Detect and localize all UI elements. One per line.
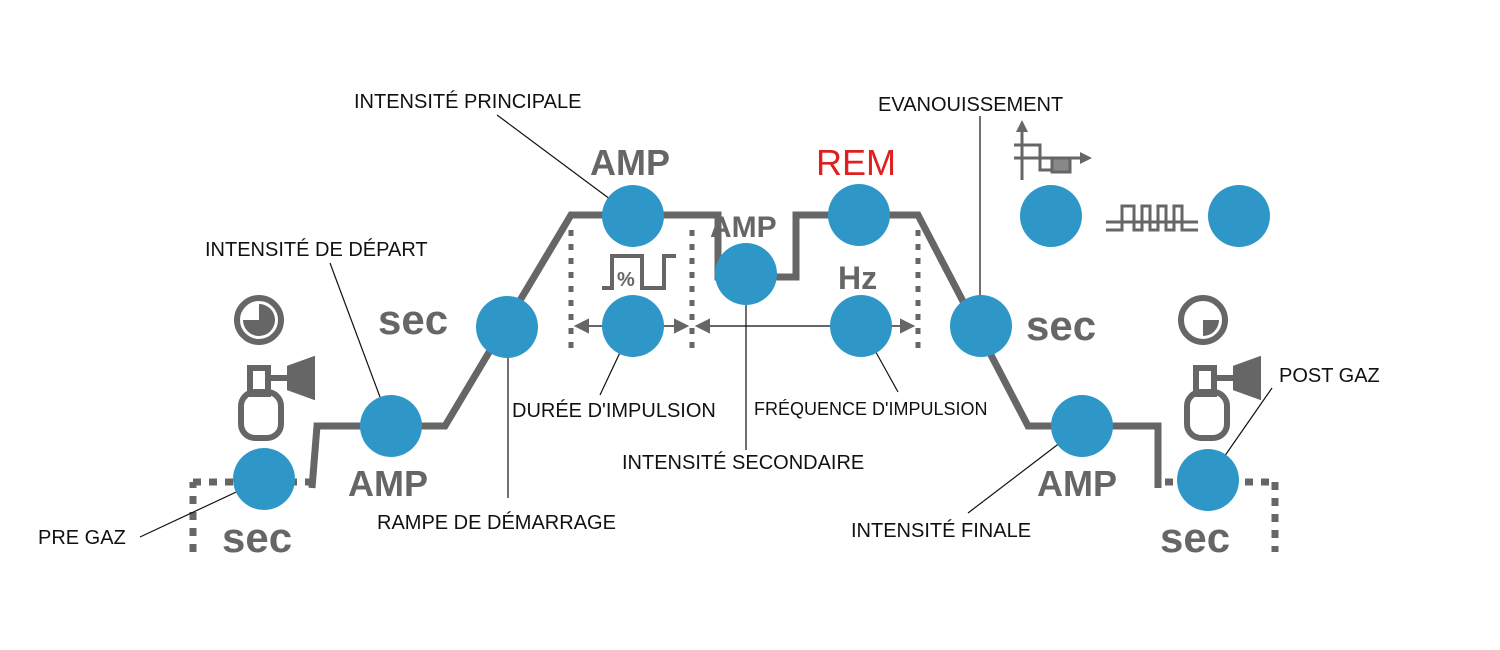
pulse-mode-dot[interactable] [1208, 185, 1270, 247]
clock-icon [1178, 295, 1228, 345]
rem-label: REM [816, 142, 896, 183]
pre-gas-sec-label: sec [222, 514, 292, 561]
ac-balance-dot[interactable] [1020, 185, 1082, 247]
pre-gas-dot[interactable] [233, 448, 295, 510]
base-current-amp-label: AMP [710, 211, 777, 244]
callout-intensite-finale: INTENSITÉ FINALE [851, 519, 1031, 542]
pulse-duration-dot[interactable] [602, 295, 664, 357]
callout-intensite-principale: INTENSITÉ PRINCIPALE [354, 90, 581, 113]
main-current-dot[interactable] [602, 185, 664, 247]
pulse-duty-percent: % [617, 269, 635, 291]
callout-intensite-depart: INTENSITÉ DE DÉPART [205, 238, 428, 261]
callout-rampe-demarrage: RAMPE DE DÉMARRAGE [377, 511, 616, 534]
upslope-sec-label: sec [378, 296, 448, 343]
start-current-dot[interactable] [360, 395, 422, 457]
pulse-dotted-dividers [568, 230, 921, 352]
start-current-amp-label: AMP [348, 463, 428, 504]
base-current-dot[interactable] [715, 243, 777, 305]
final-current-dot[interactable] [1051, 395, 1113, 457]
gas-cylinder-icon [1184, 355, 1261, 441]
post-gas-sec-label: sec [1160, 514, 1230, 561]
final-current-amp-label: AMP [1037, 463, 1117, 504]
callout-evanouissement: EVANOUISSEMENT [878, 94, 1063, 116]
pulse-frequency-dot[interactable] [830, 295, 892, 357]
downslope-dot[interactable] [950, 295, 1012, 357]
remote-dot[interactable] [828, 184, 890, 246]
clock-icon [234, 295, 284, 345]
callout-intensite-secondaire: INTENSITÉ SECONDAIRE [622, 451, 864, 474]
main-current-amp-label: AMP [590, 142, 670, 183]
ac-wave-icon [1014, 120, 1092, 180]
downslope-sec-label: sec [1026, 302, 1096, 349]
callout-frequence-impulsion: FRÉQUENCE D'IMPULSION [754, 399, 987, 419]
callout-duree-impulsion: DURÉE D'IMPULSION [512, 399, 716, 422]
pulse-train-icon [1106, 204, 1198, 232]
post-gas-dot[interactable] [1177, 449, 1239, 511]
upslope-dot[interactable] [476, 296, 538, 358]
parameter-dots [233, 184, 1270, 511]
gas-cylinder-icon [238, 355, 315, 441]
pulse-duty-icon: % [602, 254, 676, 291]
frequency-hz-label: Hz [838, 260, 877, 296]
callout-post-gaz: POST GAZ [1279, 365, 1380, 387]
callout-pre-gaz: PRE GAZ [38, 527, 126, 549]
